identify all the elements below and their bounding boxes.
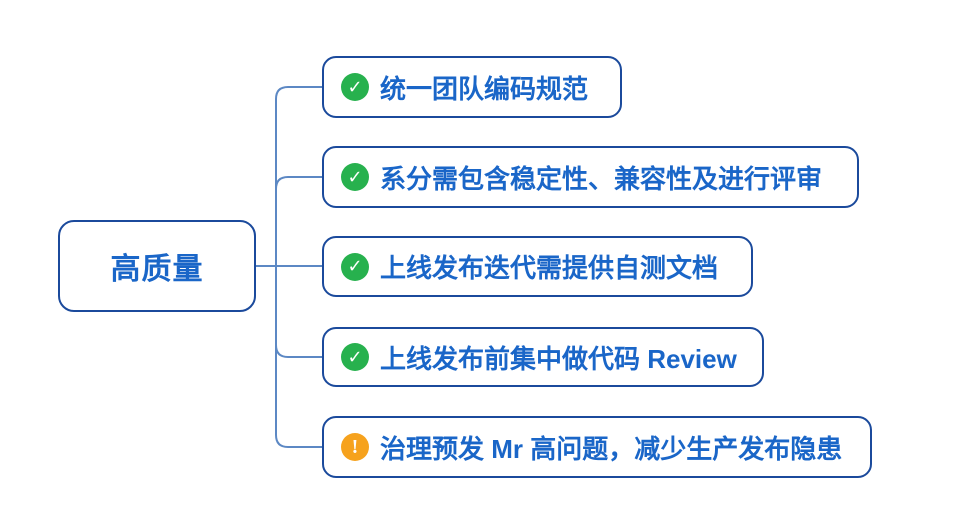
branch-node-code-review[interactable]: ✓ 上线发布前集中做代码 Review bbox=[322, 327, 764, 387]
branch-node-label: 上线发布前集中做代码 Review bbox=[380, 343, 737, 374]
branch-node-coding-standard[interactable]: ✓ 统一团队编码规范 bbox=[322, 56, 622, 118]
branch-node-label: 上线发布迭代需提供自测文档 bbox=[380, 253, 719, 283]
check-circle-icon: ✓ bbox=[341, 163, 369, 191]
branch-node-system-design-review[interactable]: ✓ 系分需包含稳定性、兼容性及进行评审 bbox=[322, 146, 859, 208]
warning-circle-icon: ! bbox=[341, 433, 369, 461]
branch-node-label: 统一团队编码规范 bbox=[380, 73, 589, 104]
connector-branch-2 bbox=[275, 176, 323, 267]
root-node[interactable]: 高质量 bbox=[58, 220, 256, 312]
connector-branch-5 bbox=[275, 265, 323, 448]
connector-branch-4 bbox=[275, 265, 323, 358]
connector-branch-1 bbox=[275, 86, 323, 267]
branch-node-label: 治理预发 Mr 高问题，减少生产发布隐患 bbox=[380, 433, 843, 464]
check-circle-icon: ✓ bbox=[341, 343, 369, 371]
check-circle-icon: ✓ bbox=[341, 73, 369, 101]
branch-node-pre-release-governance[interactable]: ! 治理预发 Mr 高问题，减少生产发布隐患 bbox=[322, 416, 872, 478]
branch-node-self-test-doc[interactable]: ✓ 上线发布迭代需提供自测文档 bbox=[322, 236, 753, 297]
root-node-label: 高质量 bbox=[110, 253, 204, 286]
branch-node-label: 系分需包含稳定性、兼容性及进行评审 bbox=[380, 163, 823, 194]
check-circle-icon: ✓ bbox=[341, 252, 369, 281]
